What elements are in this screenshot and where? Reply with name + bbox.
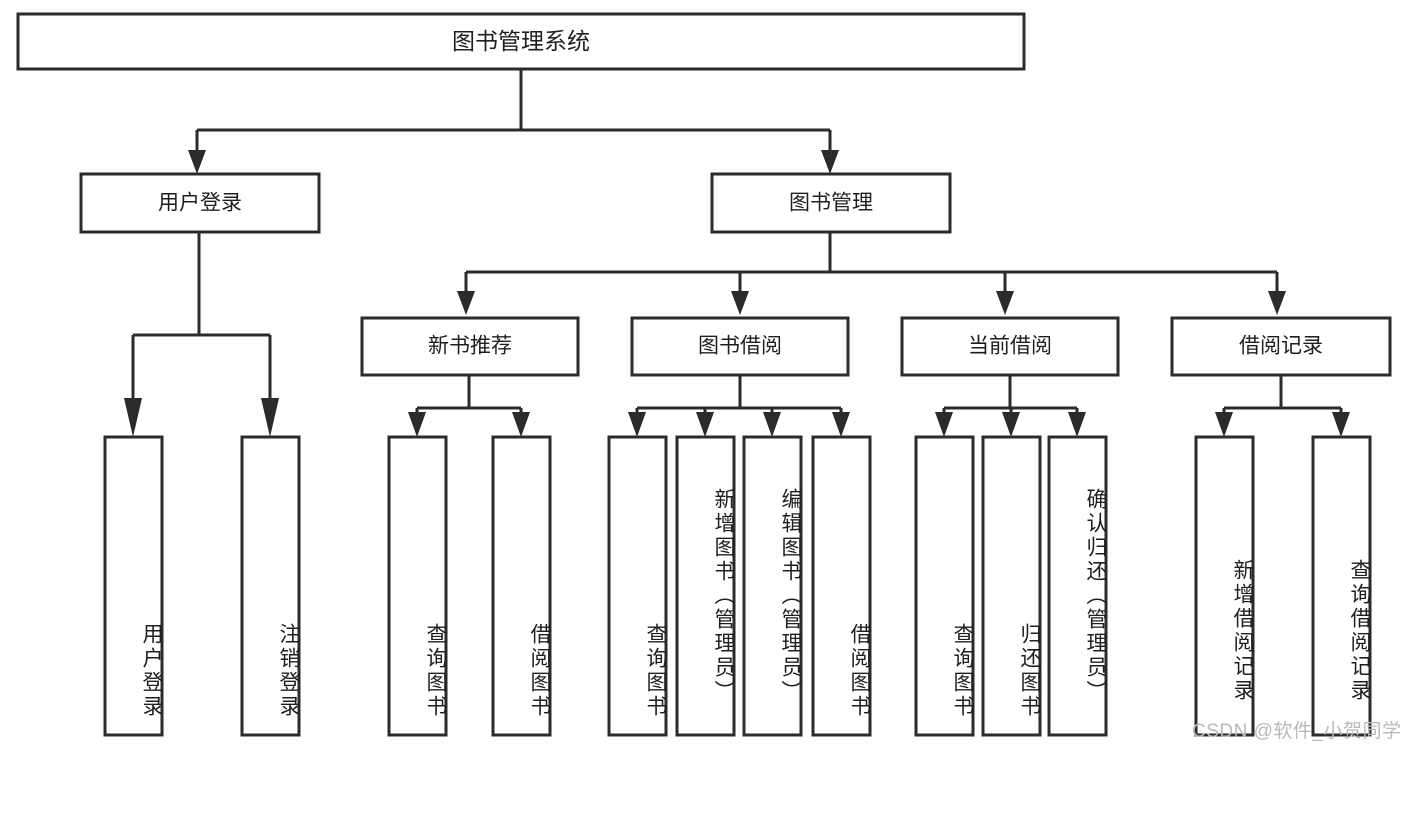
arrow-icon <box>996 291 1014 315</box>
arrow-icon <box>1068 412 1086 437</box>
node-current-borrow-label: 当前借阅 <box>968 335 1052 358</box>
arrow-icon <box>628 412 646 437</box>
arrow-icon <box>408 412 426 437</box>
arrow-icon <box>1268 291 1286 315</box>
node-leaf-confirm-return[interactable] <box>1047 435 1108 737</box>
node-leaf-query-record[interactable] <box>1311 435 1372 737</box>
node-root[interactable]: 图书管理系统 <box>16 12 1026 71</box>
arrow-icon <box>1332 412 1350 437</box>
arrow-icon <box>935 412 953 437</box>
connector-userlogin-to-leaves <box>124 232 279 437</box>
connector-root-to-level2 <box>188 69 839 174</box>
connector-booknamage-to-level3 <box>457 232 1286 315</box>
arrow-icon <box>821 150 839 174</box>
connector-bookborrow-to-leaves <box>628 375 850 437</box>
node-leaf-borrow-book-2[interactable] <box>811 435 872 737</box>
arrow-icon <box>763 412 781 437</box>
node-leaf-logout[interactable] <box>240 435 301 737</box>
node-root-label: 图书管理系统 <box>452 28 590 54</box>
node-user-login-label: 用户登录 <box>158 192 242 215</box>
arrow-icon <box>457 291 475 315</box>
arrow-icon <box>1002 412 1020 437</box>
node-leaf-query-book-1[interactable] <box>387 435 448 737</box>
node-book-manage[interactable]: 图书管理 <box>710 172 952 234</box>
arrow-icon <box>512 412 530 437</box>
node-book-borrow-label: 图书借阅 <box>698 335 782 358</box>
node-book-borrow[interactable]: 图书借阅 <box>630 316 850 377</box>
node-new-book-rec-label: 新书推荐 <box>428 335 512 358</box>
arrow-icon <box>731 291 749 315</box>
node-current-borrow[interactable]: 当前借阅 <box>900 316 1120 377</box>
csdn-watermark: CSDN @软件_小贺同学 <box>1192 721 1402 742</box>
node-book-manage-label: 图书管理 <box>789 192 873 215</box>
node-leaf-borrow-book-1[interactable] <box>491 435 552 737</box>
arrow-icon <box>124 398 142 437</box>
node-borrow-record[interactable]: 借阅记录 <box>1170 316 1392 377</box>
node-leaf-query-book-2[interactable] <box>607 435 668 737</box>
connector-borrowrecord-to-leaves <box>1215 375 1350 437</box>
connector-currentborrow-to-leaves <box>935 375 1086 437</box>
arrow-icon <box>696 412 714 437</box>
node-leaf-return-book[interactable] <box>981 435 1042 737</box>
node-leaf-query-book-3[interactable] <box>914 435 975 737</box>
node-leaf-edit-book[interactable] <box>742 435 803 737</box>
node-leaf-add-book[interactable] <box>675 435 736 737</box>
arrow-icon <box>188 150 206 174</box>
diagram-canvas: 图书管理系统 用户登录 图书管理 新书推荐 图书借阅 当前借阅 借阅记录 <box>16 12 1402 742</box>
diagram-svg: 图书管理系统 用户登录 图书管理 新书推荐 图书借阅 当前借阅 借阅记录 <box>16 12 1392 737</box>
node-leaf-user-login[interactable] <box>103 435 164 737</box>
node-leaf-add-record[interactable] <box>1194 435 1255 737</box>
connector-newbookrec-to-leaves <box>408 375 530 437</box>
arrow-icon <box>261 398 279 437</box>
arrow-icon <box>832 412 850 437</box>
node-user-login[interactable]: 用户登录 <box>79 172 321 234</box>
node-borrow-record-label: 借阅记录 <box>1239 335 1323 358</box>
arrow-icon <box>1215 412 1233 437</box>
node-new-book-rec[interactable]: 新书推荐 <box>360 316 580 377</box>
